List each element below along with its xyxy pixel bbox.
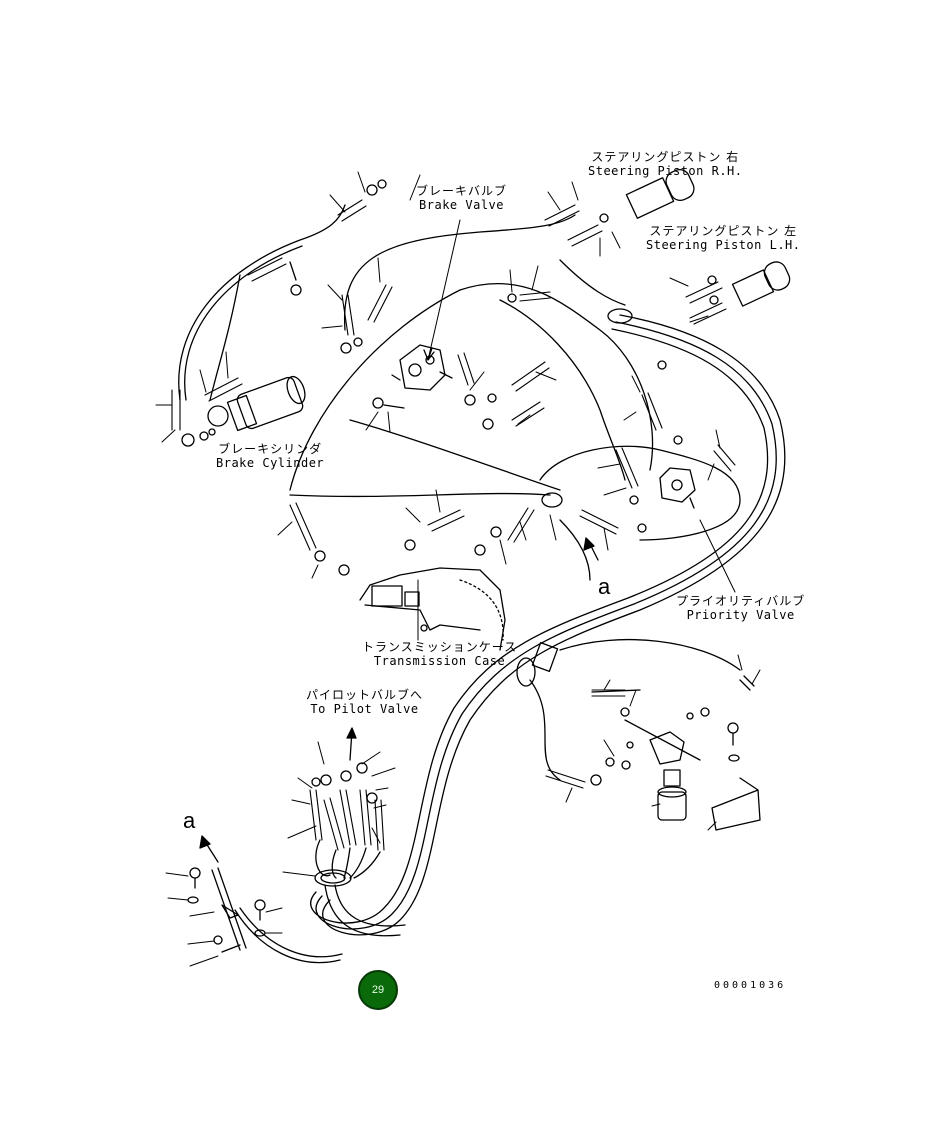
transmission-case-label: トランスミッションケース Transmission Case [362, 640, 517, 668]
pilot-valve-label-jp: パイロットバルブへ [306, 688, 424, 702]
steering-piston-rh-label-jp: ステアリングピストン 右 [591, 150, 740, 164]
brake-cylinder-body [207, 375, 306, 432]
brake-valve-body [391, 344, 453, 391]
brake-cylinder-label: ブレーキシリンダ Brake Cylinder [216, 442, 324, 470]
fittings [181, 179, 719, 804]
transmission-case-label-jp: トランスミッションケース [362, 640, 518, 654]
priority-valve-body [659, 467, 696, 503]
pilot-hose-bundle [314, 839, 406, 937]
brake-valve-label: ブレーキバルブ Brake Valve [416, 184, 507, 212]
pilot-valve-label-en: To Pilot Valve [310, 702, 419, 716]
pilot-valve-label: パイロットバルブへ To Pilot Valve [306, 688, 423, 716]
brake-valve-label-en: Brake Valve [419, 198, 504, 212]
drawing-number: 00001036 [714, 980, 787, 991]
steering-piston-rh-label: ステアリングピストン 右 Steering Piston R.H. [588, 150, 743, 178]
direction-arrows [199, 347, 695, 863]
page-number-badge[interactable]: 29 [358, 970, 398, 1010]
reference-mark-a-upper: a [598, 574, 611, 599]
steering-piston-rh-label-en: Steering Piston R.H. [588, 164, 743, 178]
steering-piston-lh-label-jp: ステアリングピストン 左 [649, 224, 798, 238]
hose-assemblies [171, 199, 736, 851]
steering-piston-lh-body [731, 261, 791, 307]
brake-cylinder-label-en: Brake Cylinder [216, 456, 325, 470]
brake-supply-lines [178, 204, 741, 964]
steering-piston-lh-label-en: Steering Piston L.H. [646, 238, 801, 252]
brake-cylinder-label-jp: ブレーキシリンダ [218, 442, 323, 456]
bottom-right-parts [591, 675, 761, 831]
main-pipe-bundle [310, 314, 786, 936]
pipe-clamps [516, 308, 633, 687]
leader-lines [155, 171, 761, 967]
brake-valve-label-jp: ブレーキバルブ [416, 184, 508, 198]
bottom-left-bracket [187, 867, 266, 953]
priority-valve-label-en: Priority Valve [686, 608, 795, 622]
priority-valve-label-jp: プライオリティバルブ [676, 594, 806, 608]
reference-mark-a-lower: a [183, 808, 196, 833]
transmission-case [359, 567, 506, 651]
priority-valve-label: プライオリティバルブ Priority Valve [676, 594, 805, 622]
steering-piston-lh-label: ステアリングピストン 左 Steering Piston L.H. [646, 224, 801, 252]
transmission-case-label-en: Transmission Case [373, 654, 506, 668]
steering-piston-rh-body [625, 168, 695, 219]
